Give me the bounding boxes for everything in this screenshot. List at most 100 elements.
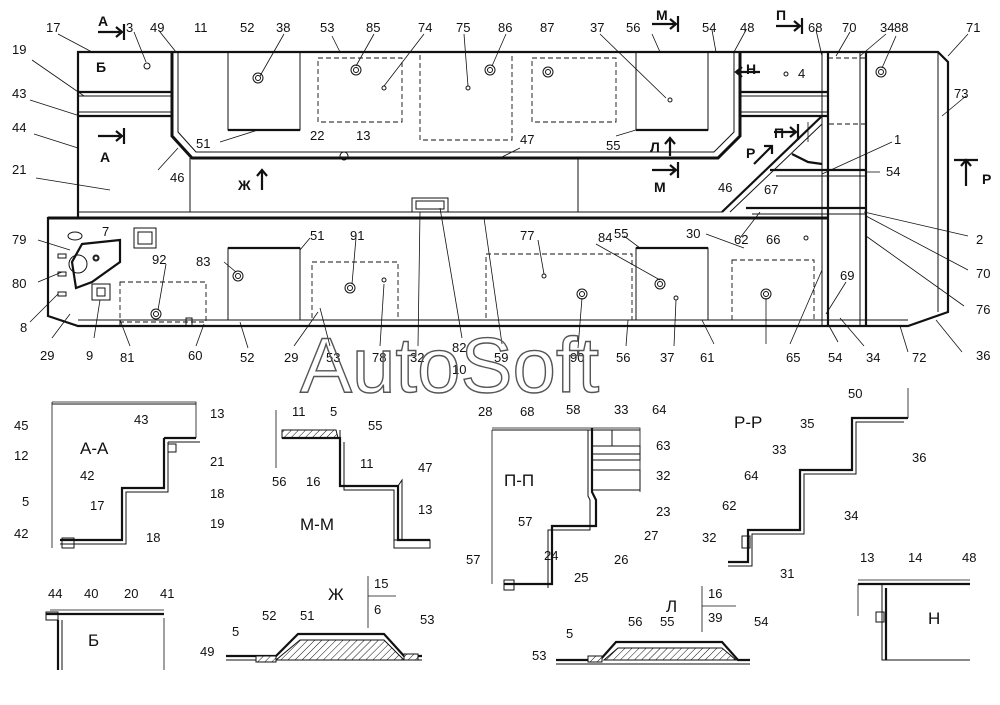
callout-number: 49 — [150, 20, 164, 35]
detail-callout-l: 56 — [628, 614, 642, 629]
detail-callout-rr: 50 — [848, 386, 862, 401]
callout-number: 82 — [452, 340, 466, 355]
detail-callout-aa: 19 — [210, 516, 224, 531]
callout-number: 9 — [86, 348, 93, 363]
callout-number: 1 — [894, 132, 901, 147]
detail-title: А-А — [80, 439, 109, 458]
detail-callout-l: 39 — [708, 610, 722, 625]
callout-number: 75 — [456, 20, 470, 35]
detail-callout-l: 5 — [566, 626, 573, 641]
detail-callout-zh: 53 — [420, 612, 434, 627]
detail-callout-rr: 36 — [912, 450, 926, 465]
callout-number: 19 — [12, 42, 26, 57]
detail-callout-aa: 5 — [22, 494, 29, 509]
callout-number: 34 — [866, 350, 880, 365]
callout-number: 52 — [240, 20, 254, 35]
callout-number: 47 — [520, 132, 534, 147]
detail-callout-mm: 5 — [330, 404, 337, 419]
callout-number: 37 — [590, 20, 604, 35]
detail-callout-pp: 25 — [574, 570, 588, 585]
callout-number: 51 — [310, 228, 324, 243]
detail-callout-rr: 64 — [744, 468, 758, 483]
detail-callout-l: 55 — [660, 614, 674, 629]
detail-callout-zh: 6 — [374, 602, 381, 617]
callout-number: 78 — [372, 350, 386, 365]
callout-number: 72 — [912, 350, 926, 365]
detail-callout-aa: 18 — [210, 486, 224, 501]
detail-callout-aa: 17 — [90, 498, 104, 513]
detail-callout-aa: 18 — [146, 530, 160, 545]
callout-number: 88 — [894, 20, 908, 35]
callout-number: 51 — [196, 136, 210, 151]
callout-number: 54 — [828, 350, 842, 365]
callout-number: 56 — [616, 350, 630, 365]
detail-title: Р-Р — [734, 413, 762, 432]
callout-number: 80 — [12, 276, 26, 291]
detail-title: М-М — [300, 515, 334, 534]
detail-callout-rr: 31 — [780, 566, 794, 581]
callout-number: 68 — [808, 20, 822, 35]
callout-number: 76 — [976, 302, 990, 317]
detail-callout-mm: 11 — [360, 456, 374, 471]
callout-number: 69 — [840, 268, 854, 283]
callout-number: 86 — [498, 20, 512, 35]
section-mark: Л — [650, 139, 660, 155]
callout-number: 74 — [418, 20, 432, 35]
detail-callout-mm: 55 — [368, 418, 382, 433]
detail-title: П-П — [504, 471, 534, 490]
detail-callout-aa: 42 — [14, 526, 28, 541]
callout-number: 91 — [350, 228, 364, 243]
callout-number: 70 — [976, 266, 990, 281]
detail-callout-b: 44 — [48, 586, 62, 601]
detail-callout-rr: 34 — [844, 508, 858, 523]
callout-number: 59 — [494, 350, 508, 365]
detail-callout-mm: 13 — [418, 502, 432, 517]
detail-callout-pp: 33 — [614, 402, 628, 417]
callout-number: 55 — [606, 138, 620, 153]
callout-number: 37 — [660, 350, 674, 365]
raised-section-left — [170, 52, 742, 160]
callout-number: 53 — [326, 350, 340, 365]
detail-callout-aa: 12 — [14, 448, 28, 463]
detail-l — [556, 586, 750, 665]
detail-callout-n: 14 — [908, 550, 922, 565]
callout-number: 13 — [356, 128, 370, 143]
detail-callout-pp: 57 — [466, 552, 480, 567]
detail-callout-aa: 45 — [14, 418, 28, 433]
detail-callout-b: 41 — [160, 586, 174, 601]
detail-callout-pp: 27 — [644, 528, 658, 543]
leader-lines — [29, 29, 969, 353]
callout-number: 56 — [626, 20, 640, 35]
detail-title: Б — [88, 631, 99, 650]
callout-number: 70 — [842, 20, 856, 35]
callout-number: 66 — [766, 232, 780, 247]
detail-callout-aa: 13 — [210, 406, 224, 421]
detail-pp — [491, 427, 641, 591]
callout-number: 7 — [102, 224, 109, 239]
section-mark: Ж — [237, 177, 251, 193]
callout-number: 61 — [700, 350, 714, 365]
section-arrows — [98, 16, 978, 190]
detail-callout-mm: 11 — [292, 404, 306, 419]
callout-number: 17 — [46, 20, 60, 35]
callout-number: 85 — [366, 20, 380, 35]
section-mark: Н — [746, 61, 756, 77]
callout-number: 73 — [954, 86, 968, 101]
detail-callout-pp: 32 — [656, 468, 670, 483]
callout-number: 44 — [12, 120, 26, 135]
detail-callout-rr: 62 — [722, 498, 736, 513]
callout-number: 90 — [570, 350, 584, 365]
callout-number: 32 — [410, 350, 424, 365]
callout-number: 54 — [702, 20, 716, 35]
callout-number: 46 — [718, 180, 732, 195]
detail-callout-mm: 47 — [418, 460, 432, 475]
detail-title: Ж — [328, 585, 344, 604]
section-mark: Б — [96, 59, 106, 75]
detail-callout-pp: 26 — [614, 552, 628, 567]
section-mark: А — [100, 149, 110, 165]
callout-number: 77 — [520, 228, 534, 243]
callout-number: 53 — [320, 20, 334, 35]
detail-callout-zh: 49 — [200, 644, 214, 659]
